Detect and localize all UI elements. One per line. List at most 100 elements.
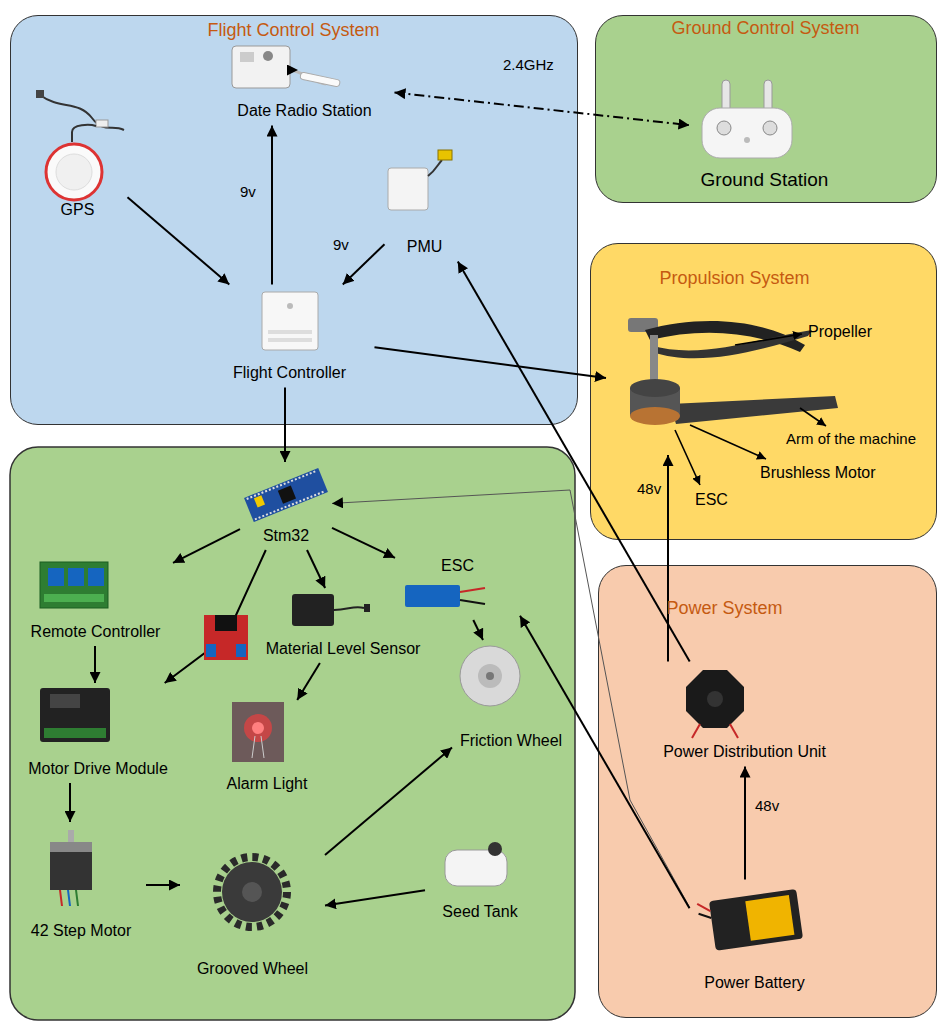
graphic-part bbox=[36, 90, 44, 98]
level-sensor bbox=[292, 594, 370, 626]
connector-arrow bbox=[375, 347, 607, 378]
graphic-part bbox=[268, 338, 312, 342]
system-region: Power SystemPower Distribution UnitPower… bbox=[598, 565, 937, 1018]
connector-arrow bbox=[473, 620, 483, 640]
graphic-part bbox=[478, 664, 502, 688]
edge-label: 9v bbox=[333, 236, 349, 254]
grooved-wheel bbox=[217, 857, 287, 927]
graphic-part bbox=[630, 407, 680, 425]
graphic-part bbox=[630, 379, 680, 397]
graphic-part bbox=[263, 51, 273, 61]
graphic-part bbox=[744, 137, 750, 143]
graphic-part bbox=[268, 330, 312, 334]
graphic-part bbox=[232, 702, 284, 762]
edge-label: 48v bbox=[637, 480, 661, 498]
graphic-part bbox=[460, 588, 485, 592]
connector-arrow bbox=[744, 767, 746, 880]
graphic-part bbox=[236, 644, 246, 657]
battery-icon bbox=[697, 889, 803, 952]
graphic-part bbox=[735, 334, 802, 345]
component-label: 42 Step Motor bbox=[31, 922, 132, 940]
connector-arrow bbox=[332, 490, 690, 907]
graphic-part bbox=[717, 121, 731, 135]
graphic-part bbox=[242, 882, 262, 902]
graphic-part bbox=[72, 125, 96, 142]
seed-tank bbox=[445, 842, 507, 886]
component-label: Power Battery bbox=[704, 974, 804, 992]
connector-arrow bbox=[297, 663, 320, 700]
callout-label: Propeller bbox=[808, 322, 872, 341]
graphic-part bbox=[686, 670, 744, 728]
graphic-part bbox=[56, 154, 92, 190]
component-label: Grooved Wheel bbox=[197, 960, 308, 978]
connector-arrow bbox=[165, 550, 266, 683]
esc-board bbox=[405, 585, 485, 607]
graphic-part bbox=[460, 646, 520, 706]
graphic-part bbox=[206, 644, 216, 657]
graphic-part bbox=[262, 292, 318, 350]
seeding-panel bbox=[10, 447, 575, 1020]
graphic-part bbox=[222, 862, 282, 922]
graphic-part bbox=[675, 430, 700, 485]
graphic-part bbox=[745, 895, 794, 941]
connector-arrow bbox=[325, 748, 452, 856]
edge-label: 2.4GHz bbox=[503, 56, 554, 74]
graphic-part bbox=[707, 691, 723, 707]
graphic-part bbox=[44, 728, 106, 738]
graphic-part bbox=[334, 607, 364, 610]
graphic-part bbox=[68, 890, 70, 906]
graphic-part bbox=[204, 615, 248, 660]
pmu-icon bbox=[388, 150, 452, 210]
flight-controller-icon bbox=[262, 292, 318, 350]
connector-arrow bbox=[395, 93, 690, 126]
graphic-part bbox=[428, 160, 442, 176]
region-title: Power System bbox=[666, 598, 782, 620]
component-label: Remote Controller bbox=[31, 623, 161, 641]
graphic-part bbox=[261, 736, 264, 758]
component-label: Ground Station bbox=[701, 169, 829, 191]
gps-icon bbox=[36, 90, 124, 200]
connector-arrow bbox=[128, 197, 230, 284]
component-label: Alarm Light bbox=[227, 775, 308, 793]
graphic-part bbox=[46, 144, 102, 200]
alarm-light bbox=[232, 702, 284, 762]
connector-arrow bbox=[284, 388, 286, 463]
graphic-part bbox=[50, 694, 80, 708]
friction-wheel bbox=[460, 646, 520, 706]
connector-arrow bbox=[325, 890, 425, 905]
graphic-part bbox=[699, 912, 712, 920]
graphic-part bbox=[244, 714, 272, 742]
graphic-part bbox=[76, 890, 78, 906]
graphic-part bbox=[300, 72, 341, 87]
graphic-part bbox=[287, 303, 293, 309]
connector-arrow bbox=[667, 455, 669, 662]
component-label: Material Level Sensor bbox=[266, 640, 421, 658]
component-label: Friction Wheel bbox=[460, 732, 562, 750]
graphic-part bbox=[670, 396, 838, 424]
component-label: Stm32 bbox=[263, 527, 309, 545]
graphic-part bbox=[48, 568, 64, 586]
edge-label: 48v bbox=[755, 797, 779, 815]
graphic-part bbox=[50, 842, 92, 890]
graphic-part bbox=[690, 425, 766, 459]
graphic-part bbox=[650, 330, 812, 358]
graphic-part bbox=[252, 722, 264, 734]
graphic-part bbox=[292, 594, 334, 626]
component-label: Seed Tank bbox=[442, 903, 517, 921]
graphic-part bbox=[60, 890, 62, 906]
graphic-part bbox=[252, 736, 255, 758]
connector-arrow bbox=[69, 783, 71, 822]
graphic-part bbox=[68, 568, 84, 586]
graphic-part bbox=[232, 46, 290, 88]
ground-station-icon bbox=[702, 80, 792, 158]
connector-arrow bbox=[146, 884, 180, 886]
graphic-part bbox=[40, 688, 110, 742]
component-label: ESC bbox=[441, 557, 474, 575]
graphic-part bbox=[697, 902, 710, 913]
power-distribution-icon bbox=[686, 670, 744, 738]
graphic-part bbox=[88, 568, 104, 586]
graphic-part bbox=[244, 468, 328, 522]
